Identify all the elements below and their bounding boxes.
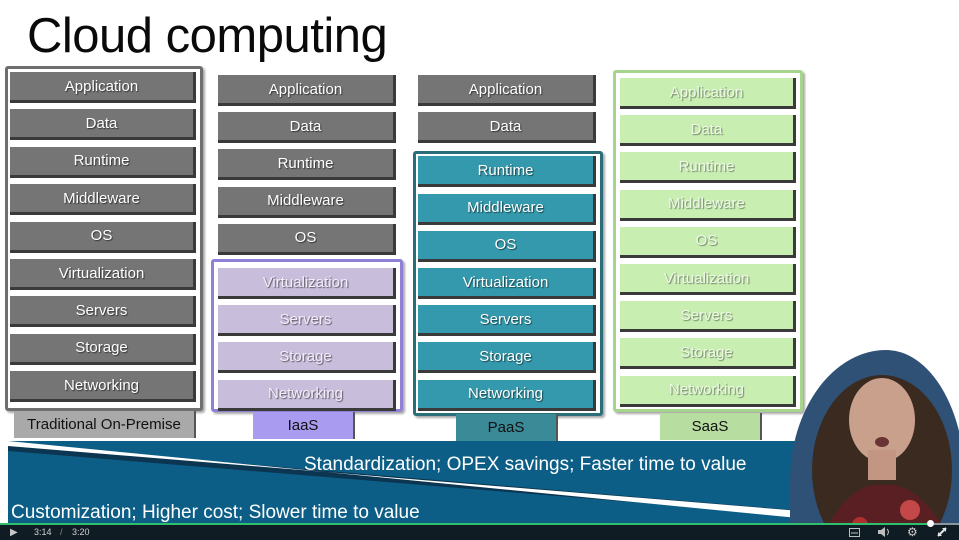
layer-on-premise-virtualization: Virtualization — [10, 259, 196, 290]
captions-button[interactable] — [849, 525, 860, 539]
layer-saas-middleware: Middleware — [620, 189, 796, 221]
layer-paas-servers: Servers — [418, 305, 596, 337]
divider-wedge — [8, 441, 959, 524]
layer-saas-os: OS — [620, 226, 796, 258]
fullscreen-button[interactable] — [937, 525, 947, 539]
column-label-on-premise: Traditional On-Premise — [14, 411, 196, 438]
layer-iaas-data: Data — [218, 112, 396, 144]
band-top-text: Standardization; OPEX savings; Faster ti… — [304, 454, 747, 475]
layer-paas-application: Application — [418, 75, 596, 106]
progress-fill — [0, 523, 931, 525]
layer-paas-os: OS — [418, 230, 596, 262]
layer-iaas-storage: Storage — [218, 342, 396, 374]
band-bottom-text: Customization; Higher cost; Slower time … — [11, 502, 420, 523]
column-label-paas: PaaS — [456, 414, 558, 441]
volume-icon — [878, 527, 889, 537]
layer-saas-networking: Networking — [620, 375, 796, 407]
gear-icon: ⚙ — [907, 525, 918, 539]
layer-saas-servers: Servers — [620, 301, 796, 333]
progress-scrubber[interactable] — [927, 520, 935, 527]
layer-iaas-servers: Servers — [218, 305, 396, 337]
layer-saas-data: Data — [620, 115, 796, 147]
layer-on-premise-storage: Storage — [10, 333, 196, 365]
settings-button[interactable]: ⚙ — [907, 525, 918, 539]
layer-paas-storage: Storage — [418, 342, 596, 374]
layer-saas-storage: Storage — [620, 338, 796, 370]
layer-on-premise-application: Application — [10, 72, 196, 103]
presenter-video — [790, 350, 959, 540]
layer-on-premise-servers: Servers — [10, 296, 196, 328]
layer-saas-virtualization: Virtualization — [620, 264, 796, 295]
layer-on-premise-os: OS — [10, 221, 196, 253]
duration: 3:20 — [72, 527, 90, 537]
play-icon: ▶ — [10, 526, 18, 538]
player-control-bar — [0, 524, 959, 540]
layer-iaas-os: OS — [218, 223, 396, 255]
layer-on-premise-middleware: Middleware — [10, 184, 196, 216]
layer-paas-data: Data — [418, 112, 596, 144]
column-frame-saas — [613, 70, 803, 412]
volume-button[interactable] — [878, 525, 890, 539]
layer-iaas-application: Application — [218, 75, 396, 106]
presenter-figure — [812, 375, 952, 540]
layer-on-premise-data: Data — [10, 109, 196, 141]
column-label-iaas: IaaS — [253, 412, 355, 439]
layer-on-premise-networking: Networking — [10, 371, 196, 403]
layer-iaas-middleware: Middleware — [218, 186, 396, 218]
layer-paas-middleware: Middleware — [418, 193, 596, 225]
layer-iaas-virtualization: Virtualization — [218, 268, 396, 299]
layer-paas-networking: Networking — [418, 379, 596, 411]
fullscreen-icon — [937, 527, 947, 537]
play-button[interactable]: ▶ — [10, 525, 18, 539]
layer-on-premise-runtime: Runtime — [10, 146, 196, 178]
layer-saas-application: Application — [620, 78, 796, 109]
layer-paas-runtime: Runtime — [418, 156, 596, 188]
layer-iaas-runtime: Runtime — [218, 149, 396, 181]
slide-title: Cloud computing — [27, 9, 388, 63]
captions-icon — [849, 527, 860, 537]
layer-iaas-networking: Networking — [218, 379, 396, 411]
current-time: 3:14 — [34, 527, 52, 537]
layer-paas-virtualization: Virtualization — [418, 268, 596, 299]
layer-saas-runtime: Runtime — [620, 152, 796, 184]
column-label-saas: SaaS — [660, 413, 762, 440]
time-separator: / — [60, 527, 63, 537]
